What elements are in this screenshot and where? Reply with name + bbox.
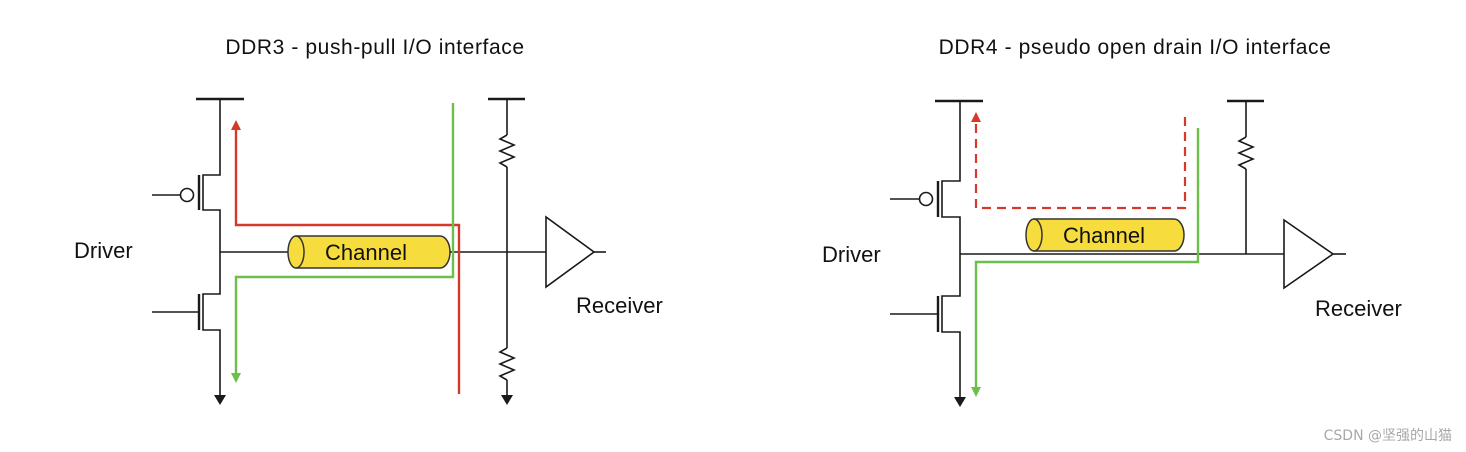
- ddr3-pmos-transistor: [152, 99, 221, 252]
- ddr3-diagram: DDR3 - push-pull I/O interface Channel: [74, 36, 663, 405]
- ddr3-pullup-current-path: [231, 120, 461, 394]
- ddr4-receiver-buffer: [1283, 218, 1346, 290]
- ddr3-receiver-buffer: [545, 215, 606, 289]
- watermark-text: CSDN @坚强的山猫: [1324, 428, 1452, 444]
- ddr3-driver-ground-arrow: [214, 395, 226, 405]
- ddr4-nmos-transistor: [890, 256, 961, 397]
- ddr4-pullup-no-current-path: [971, 112, 1187, 210]
- ddr3-receiver-label: Receiver: [576, 293, 663, 318]
- ddr4-pmos-transistor: [890, 101, 961, 256]
- ddr4-title: DDR4 - pseudo open drain I/O interface: [939, 36, 1332, 59]
- ddr3-pulldown-current-path: [231, 103, 455, 383]
- ddr4-diagram: DDR4 - pseudo open drain I/O interface C…: [822, 36, 1402, 407]
- ddr4-driver-ground-arrow: [954, 397, 966, 407]
- ddr4-receiver-label: Receiver: [1315, 296, 1402, 321]
- ddr3-termination-pulldown: [497, 252, 517, 405]
- ddr3-driver-label: Driver: [74, 238, 133, 263]
- ddr4-pulldown-current-path: [971, 128, 1200, 397]
- ddr4-channel: Channel: [1025, 218, 1185, 252]
- ddr4-channel-label: Channel: [1063, 223, 1145, 248]
- ddr4-driver-label: Driver: [822, 242, 881, 267]
- ddr3-channel-label: Channel: [325, 240, 407, 265]
- ddr4-termination-pullup: [1227, 99, 1264, 254]
- ddr3-nmos-transistor: [152, 252, 221, 395]
- ddr3-channel: Channel: [287, 235, 451, 269]
- ddr3-termination-pullup: [488, 97, 525, 252]
- ddr3-title: DDR3 - push-pull I/O interface: [225, 36, 524, 59]
